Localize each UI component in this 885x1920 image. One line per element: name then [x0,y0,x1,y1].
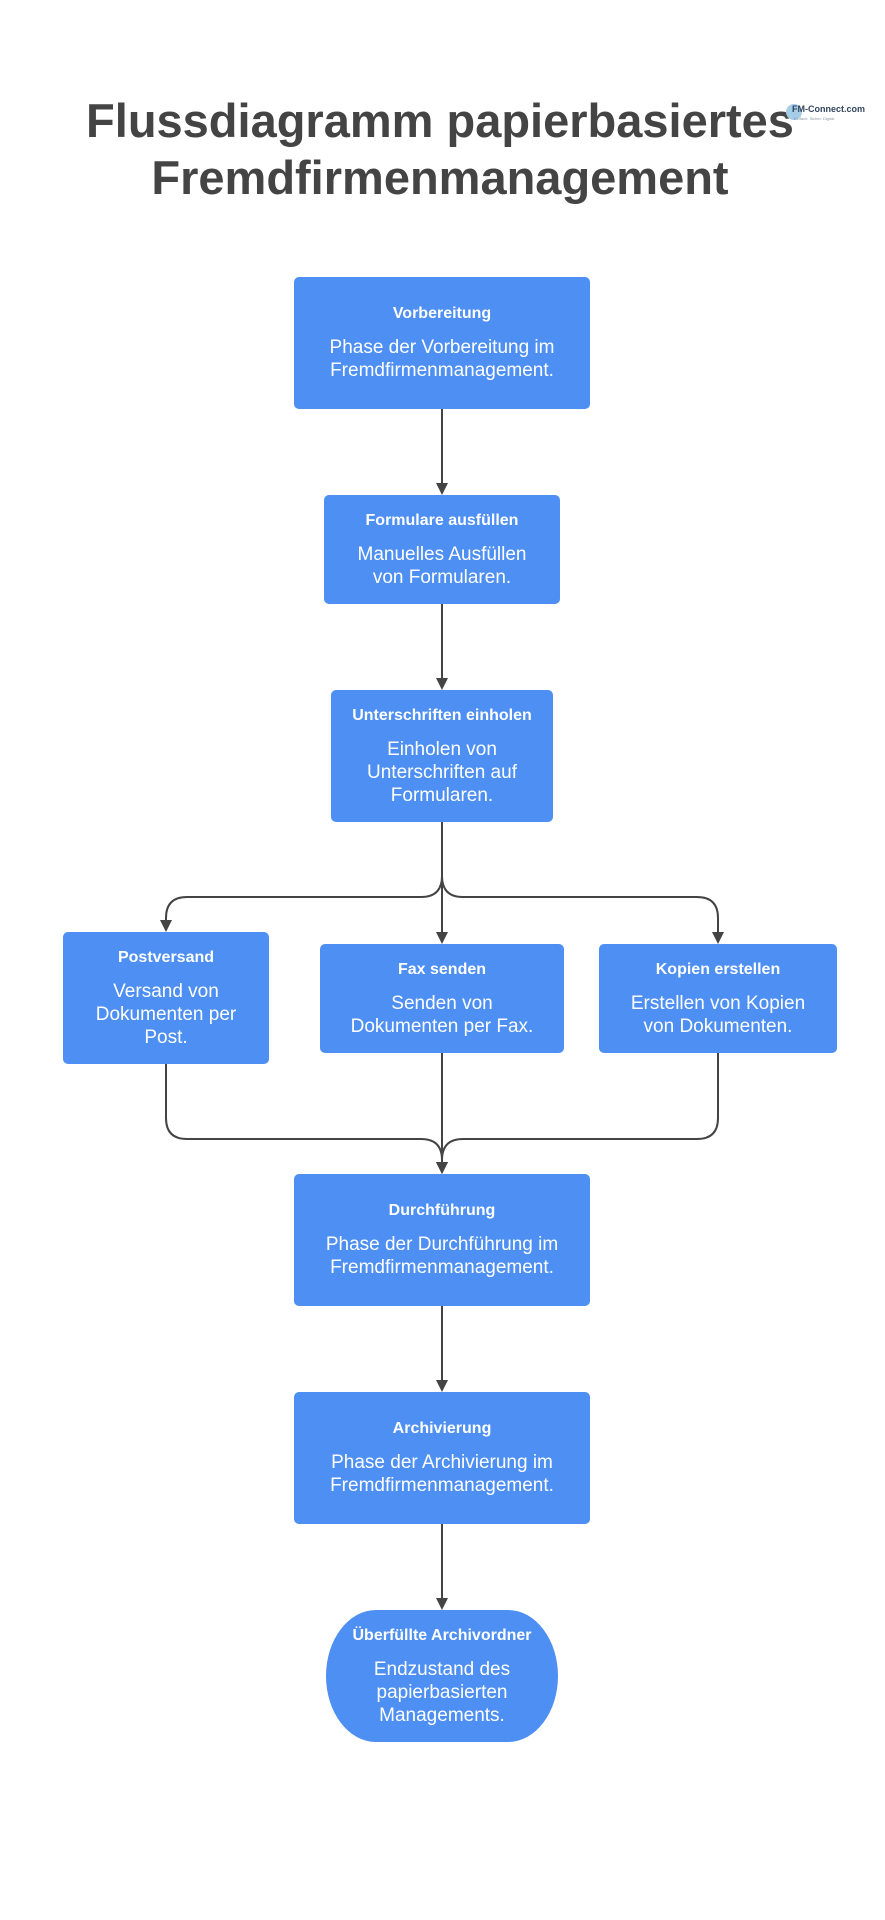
node-archivierung: Archivierung Phase der Archivierung im F… [294,1392,590,1524]
node-ueberfuellte-archivordner: Überfüllte Archivordner Endzustand des p… [326,1610,558,1742]
node-kopien-erstellen: Kopien erstellen Erstellen von Kopien vo… [599,944,837,1053]
node-description: Erstellen von Kopien von Dokumenten. [630,992,806,1037]
node-vorbereitung: Vorbereitung Phase der Vorbereitung im F… [294,277,590,409]
node-description: Phase der Durchführung im Fremdfirmenman… [325,1234,559,1278]
title-line-2: Fremdfirmenmanagement [151,151,729,204]
node-title: Fax senden [397,960,487,978]
node-description: Phase der Archivierung im Fremdfirmenman… [330,1452,554,1496]
node-formulare-ausfuellen: Formulare ausfüllen Manuelles Ausfüllen … [324,495,560,604]
node-title: Durchführung [388,1202,496,1219]
node-fax-senden: Fax senden Senden von Dokumenten per Fax… [320,944,564,1053]
node-description: Phase der Vorbereitung im Fremdfirmenman… [329,337,555,381]
node-title: Postversand [117,948,215,966]
node-description: Manuelles Ausfüllen von Formularen. [357,543,527,588]
node-description: Endzustand des papierbasierten Managemen… [373,1658,511,1726]
edge-postversand-durchfuehrung [165,1064,448,1174]
node-title: Vorbereitung [392,305,492,322]
brand-logo: FM-Connect.com Einfach. Sicher. Digital. [782,100,865,126]
title-line-1: Flussdiagramm papierbasiertes [86,94,794,147]
node-description: Einholen von Unterschriften auf Formular… [367,738,517,806]
node-title: Überfüllte Archivordner [352,1626,532,1644]
page-title: Flussdiagramm papierbasiertes Fremdfirme… [60,92,820,206]
node-title: Archivierung [392,1420,492,1437]
node-unterschriften-einholen: Unterschriften einholen Einholen von Unt… [331,690,553,822]
edge-kopien-durchfuehrung [436,1053,719,1174]
node-postversand: Postversand Versand von Dokumenten per P… [63,932,269,1064]
edge-unterschriften-postversand [160,822,443,932]
node-durchfuehrung: Durchführung Phase der Durchführung im F… [294,1174,590,1306]
node-title: Kopien erstellen [655,960,781,978]
logo-mark [786,104,802,120]
node-description: Versand von Dokumenten per Post. [95,980,237,1048]
node-description: Senden von Dokumenten per Fax. [350,992,534,1037]
node-title: Unterschriften einholen [352,706,532,724]
node-title: Formulare ausfüllen [365,511,519,529]
edge-unterschriften-kopien [441,822,724,944]
